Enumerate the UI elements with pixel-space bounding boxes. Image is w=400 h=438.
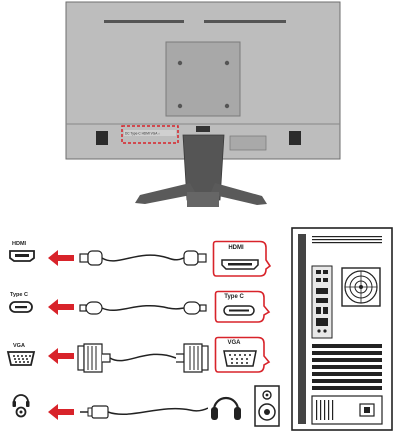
- typec-label: Type C: [10, 292, 28, 298]
- stand-base: [187, 192, 219, 207]
- typec-callout: [214, 290, 271, 323]
- typec-port-icon: [9, 301, 33, 313]
- hdmi-cable-icon: [79, 250, 207, 266]
- pc-side-vent: [298, 234, 306, 424]
- pc-top-vents: [312, 236, 382, 244]
- arrow-left-icon: [48, 404, 74, 420]
- hdmi-callout: [212, 240, 272, 277]
- typec-callout-label: Type C: [224, 294, 244, 300]
- vesa-screw: [177, 103, 183, 109]
- hdmi-label: HDMI: [12, 241, 27, 247]
- vga-label: VGA: [13, 343, 25, 349]
- typec-cable-icon: [79, 301, 207, 315]
- monitor-back-illustration: DC Type-C HDMI VGA ∩: [65, 1, 341, 207]
- vga-callout: [214, 336, 271, 373]
- headphone-port-icon: [12, 394, 30, 418]
- stand-leg-left: [135, 183, 196, 204]
- arrows-column: [48, 250, 74, 420]
- stand-clip: [196, 126, 210, 132]
- pc-expansion-slots: [312, 344, 382, 390]
- stand-neck: [182, 134, 225, 201]
- vesa-screw: [224, 60, 230, 66]
- port-strip-text: DC Type-C HDMI VGA ∩: [125, 132, 160, 136]
- port-cover: [229, 135, 267, 151]
- side-vent-right: [289, 131, 301, 145]
- vesa-screw: [177, 60, 183, 66]
- top-vents: [104, 20, 286, 23]
- pc-tower-illustration: [291, 227, 393, 431]
- hdmi-callout-label: HDMI: [228, 245, 244, 251]
- hdmi-port-icon: [9, 250, 35, 262]
- stand-leg-right: [210, 183, 267, 205]
- headphones-icon: [211, 396, 241, 420]
- vga-cable-icon: [77, 343, 209, 373]
- port-area-highlight: [121, 125, 179, 144]
- vga-callout-label: VGA: [227, 340, 241, 346]
- side-vent-left: [96, 131, 108, 145]
- vesa-plate: [165, 41, 241, 117]
- vga-port-icon: [6, 351, 36, 366]
- port-strip: [124, 130, 176, 136]
- arrow-left-icon: [48, 299, 74, 315]
- speaker-icon: [254, 385, 280, 427]
- audio-cable-icon: [80, 405, 208, 419]
- arrow-left-icon: [48, 250, 74, 266]
- vesa-screw: [224, 103, 230, 109]
- arrow-left-icon: [48, 348, 74, 364]
